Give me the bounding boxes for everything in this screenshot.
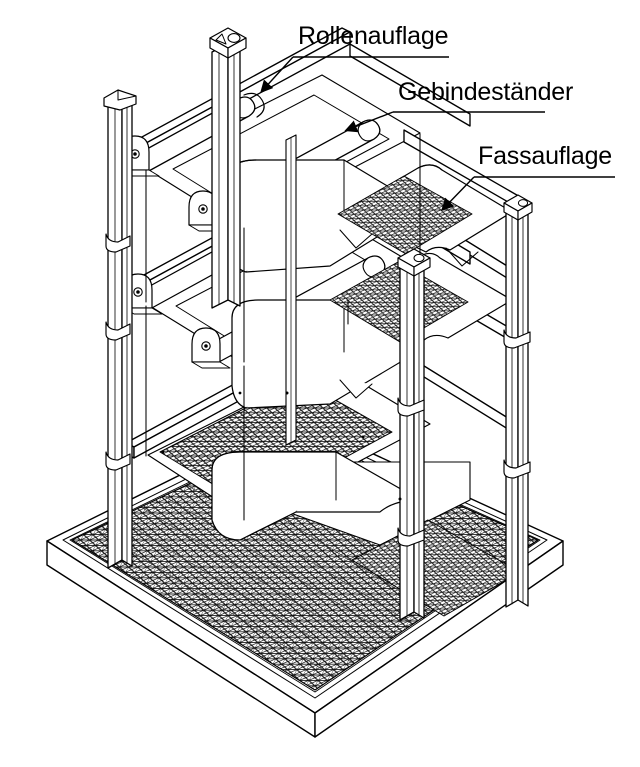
roller-bracket-middle-front [191,327,231,369]
post-center-front [397,248,431,621]
post-left-front [103,89,137,569]
post-rear-left-short [285,134,297,446]
post-clip-left-mid3 [105,451,131,471]
post-clip-left-mid2 [105,321,131,341]
rack-assembly [46,27,564,738]
right-bay-braces [339,229,479,399]
post-rear-center [209,27,247,309]
top-shelf-level [117,27,523,273]
post-cap-right [503,194,533,221]
leader-fassauflage [441,176,615,212]
post-clip-center-1 [397,397,425,417]
label-fassauflage: Fassauflage [478,142,612,170]
fastener-marks [161,391,402,501]
post-right [503,194,533,608]
leader-gebindestaender [344,111,545,133]
leader-rollenauflage [260,56,449,94]
post-clip-right-2 [503,459,531,479]
leader-lines [260,56,615,212]
post-cap-rear-center [209,27,247,59]
label-rollenauflage: Rollenauflage [298,22,449,50]
post-clip-center-2 [397,527,425,547]
post-clip-right-1 [503,329,531,349]
post-clip-left-top [103,89,137,111]
post-clip-left-mid1 [105,233,131,253]
internal-frame-legs [145,133,421,521]
label-gebindestaender: Gebindeständer [398,78,574,106]
post-cap-center-front [397,248,431,277]
